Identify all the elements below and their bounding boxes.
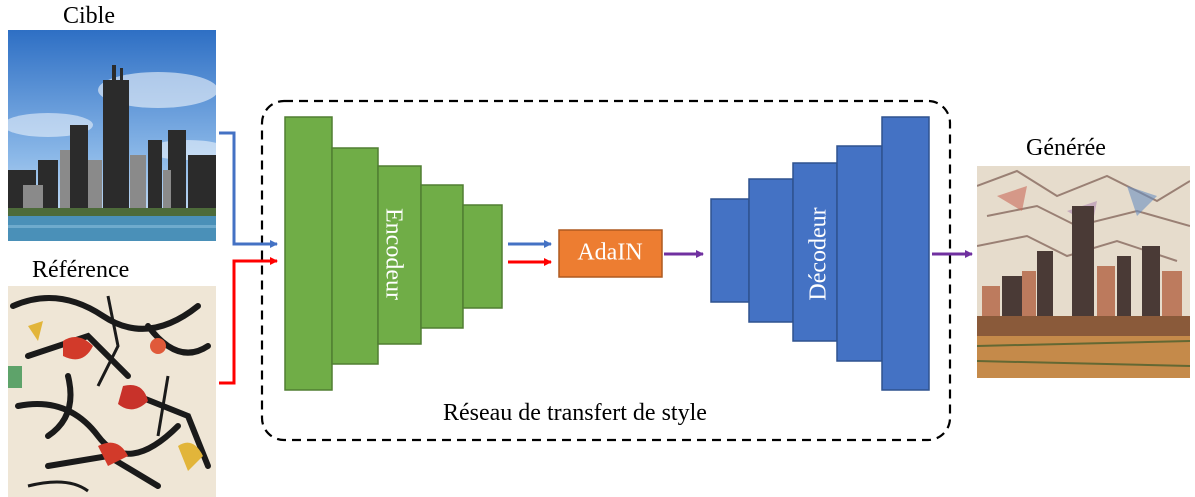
generated-label: Générée	[1026, 135, 1106, 161]
target-image	[8, 30, 216, 241]
style-input-arrow	[219, 257, 278, 385]
encoder-label: Encodeur	[380, 208, 406, 300]
target-label: Cible	[63, 3, 115, 29]
network-boundary	[260, 99, 952, 442]
decoder-block-1	[710, 198, 750, 303]
decoder-block-3	[792, 162, 838, 342]
encoder-block-5	[462, 204, 503, 309]
decoder-block-4	[836, 145, 883, 362]
decoder-block-2	[748, 178, 794, 323]
network-label: Réseau de transfert de style	[443, 400, 707, 426]
encoder-block-4	[420, 184, 464, 329]
encoder	[284, 116, 503, 391]
encoder-block-3	[377, 165, 422, 345]
adain-block	[558, 229, 663, 278]
decoder	[710, 116, 930, 391]
reference-label: Référence	[32, 257, 130, 283]
decoder-label: Décodeur	[806, 207, 832, 300]
encoder-block-2	[331, 147, 379, 365]
content-input-arrow	[219, 131, 278, 248]
generated-image	[977, 166, 1190, 378]
encoder-block-1	[284, 116, 333, 391]
adain-label: AdaIN	[577, 240, 642, 266]
decoder-block-5	[881, 116, 930, 391]
reference-image	[8, 286, 216, 497]
